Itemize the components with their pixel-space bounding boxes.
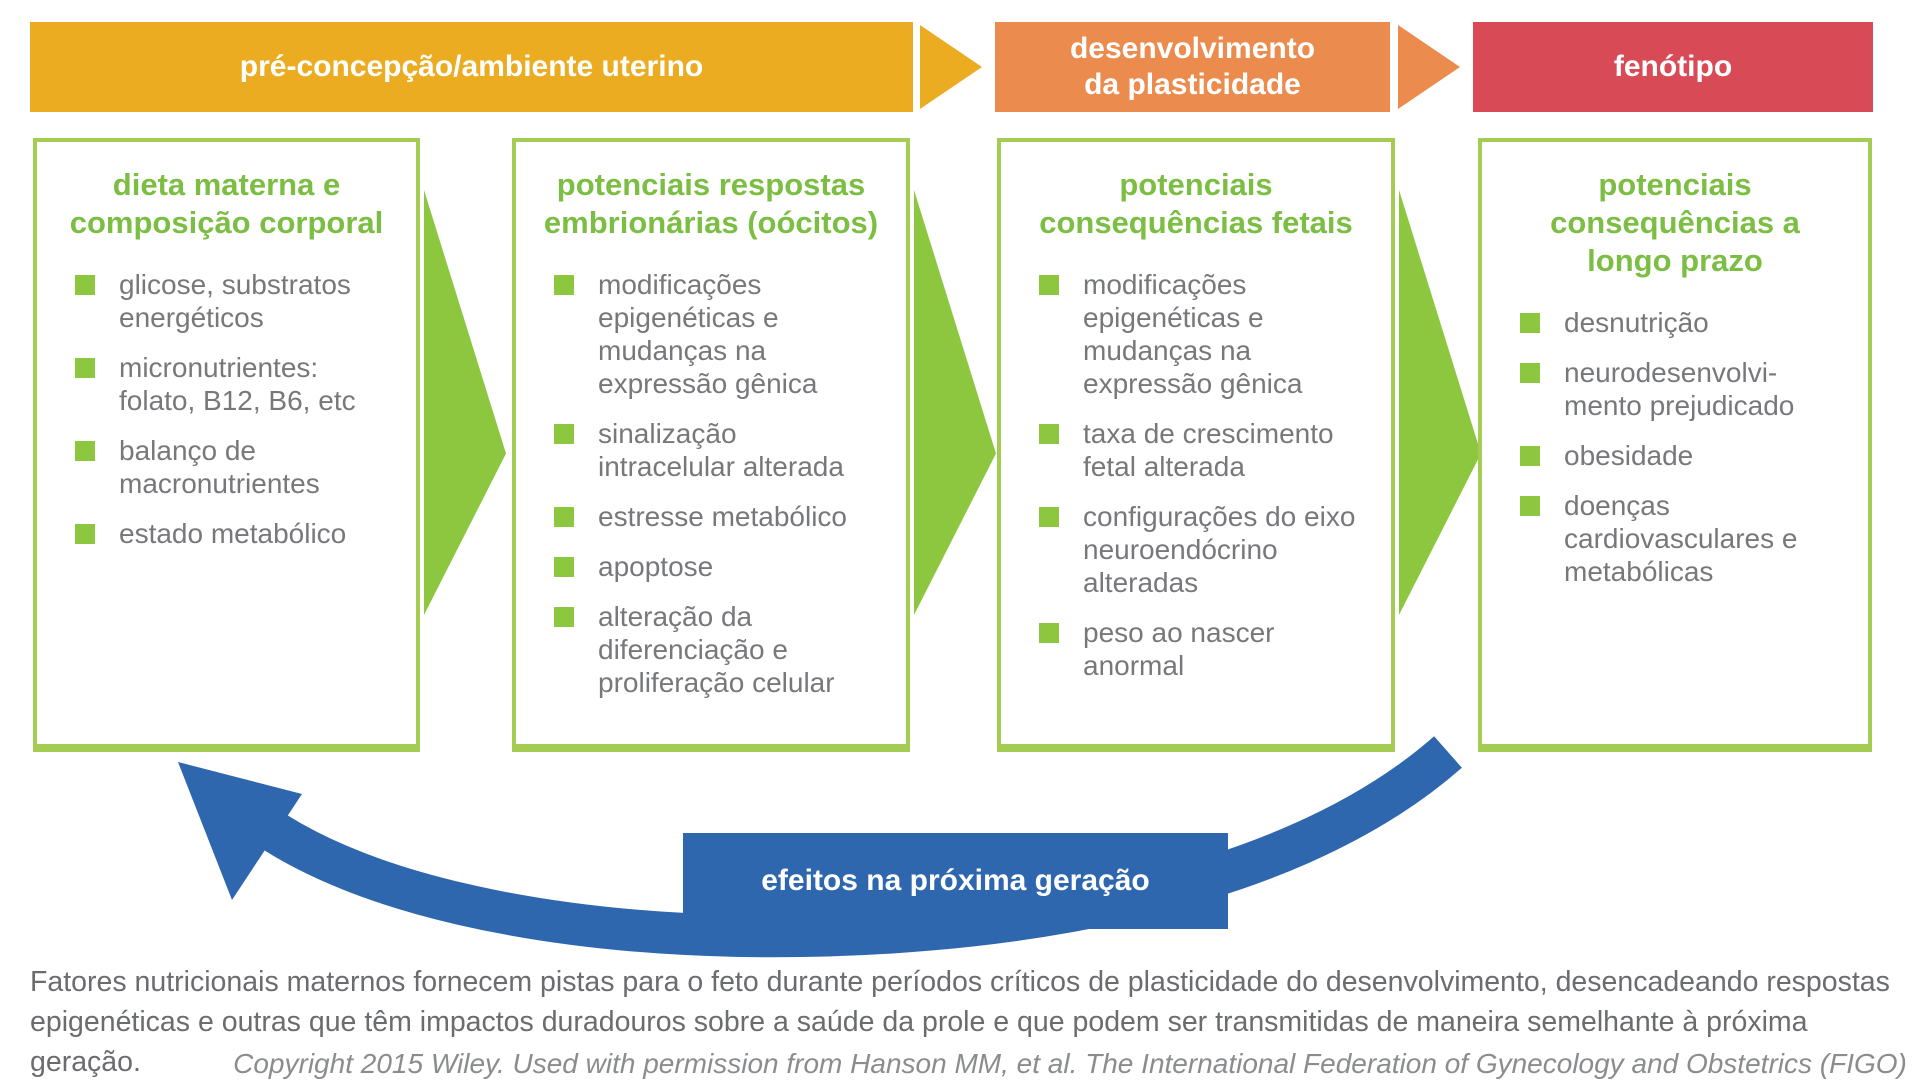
- stage-header-preconception: pré-concepção/ambiente uterino: [30, 22, 913, 112]
- caption-line-2: epigenéticas e outras que têm impactos d…: [30, 1006, 1808, 1078]
- list-item: desnutrição: [1520, 306, 1868, 339]
- header-arrow-right-icon: [920, 25, 982, 109]
- bullet-square-icon: [1520, 363, 1540, 383]
- flow-arrow-icon: [424, 190, 506, 615]
- bullet-list: modificações epigenéticas e mudanças na …: [516, 268, 906, 699]
- list-item: estresse metabólico: [554, 500, 906, 533]
- bullet-square-icon: [1520, 496, 1540, 516]
- bullet-square-icon: [75, 275, 95, 295]
- panel-embryonic-responses: potenciais respostas embrionárias (oócit…: [512, 138, 910, 752]
- bullet-square-icon: [1520, 446, 1540, 466]
- bullet-square-icon: [554, 607, 574, 627]
- flow-arrow-icon: [1399, 190, 1481, 615]
- bullet-text: taxa de crescimento fetal alterada: [1083, 418, 1334, 482]
- stage-header-preconception-label: pré-concepção/ambiente uterino: [239, 50, 704, 83]
- caption-text: Fatores nutricionais maternos fornecem p…: [30, 962, 1900, 1080]
- bullet-text: modificações epigenéticas e mudanças na …: [598, 269, 818, 399]
- list-item: configurações do eixo neuroendócrino alt…: [1039, 500, 1391, 599]
- bullet-square-icon: [554, 557, 574, 577]
- list-item: doenças cardiovasculares e metabólicas: [1520, 489, 1868, 588]
- panel-title: dieta materna e composição corporal: [69, 167, 384, 240]
- bullet-list: desnutrição neurodesenvolvi-mento prejud…: [1482, 306, 1868, 588]
- bullet-text: doenças cardiovasculares e metabólicas: [1564, 490, 1798, 587]
- bullet-square-icon: [1039, 424, 1059, 444]
- header-arrow-right-icon: [1398, 25, 1460, 109]
- bullet-text: micronutrientes: folato, B12, B6, etc: [119, 352, 356, 416]
- bullet-square-icon: [554, 424, 574, 444]
- list-item: micronutrientes: folato, B12, B6, etc: [75, 351, 416, 417]
- list-item: glicose, substratos energéticos: [75, 268, 416, 334]
- list-item: peso ao nascer anormal: [1039, 616, 1391, 682]
- bullet-text: desnutrição: [1564, 307, 1709, 338]
- list-item: modificações epigenéticas e mudanças na …: [554, 268, 906, 400]
- bullet-square-icon: [554, 507, 574, 527]
- panel-longterm-consequences: potenciais consequências a longo prazo d…: [1478, 138, 1872, 752]
- bullet-square-icon: [554, 275, 574, 295]
- list-item: apoptose: [554, 550, 906, 583]
- panel-title: potenciais respostas embrionárias (oócit…: [543, 167, 879, 240]
- bullet-text: glicose, substratos energéticos: [119, 269, 351, 333]
- stage-header-phenotype-label: fenótipo: [1613, 50, 1733, 83]
- bullet-square-icon: [1039, 507, 1059, 527]
- stage-header-plasticity: desenvolvimento da plasticidade: [995, 22, 1390, 112]
- list-item: taxa de crescimento fetal alterada: [1039, 417, 1391, 483]
- bullet-square-icon: [75, 524, 95, 544]
- bullet-list: modificações epigenéticas e mudanças na …: [1001, 268, 1391, 682]
- bullet-square-icon: [75, 358, 95, 378]
- list-item: modificações epigenéticas e mudanças na …: [1039, 268, 1391, 400]
- list-item: alteração da diferenciação e proliferaçã…: [554, 600, 906, 699]
- bullet-text: peso ao nascer anormal: [1083, 617, 1275, 681]
- panel-fetal-consequences: potenciais consequências fetais modifica…: [997, 138, 1395, 752]
- caption-line-1: Fatores nutricionais maternos fornecem p…: [30, 966, 1890, 998]
- list-item: sinalização intracelular alterada: [554, 417, 906, 483]
- copyright-text: Copyright 2015 Wiley. Used with permissi…: [233, 1048, 1907, 1079]
- bullet-square-icon: [1039, 275, 1059, 295]
- stage-header-phenotype: fenótipo: [1473, 22, 1873, 112]
- bullet-text: apoptose: [598, 551, 714, 582]
- list-item: balanço de macronutrientes: [75, 434, 416, 500]
- flow-arrow-icon: [914, 190, 996, 615]
- feedback-label-box: efeitos na próxima geração: [683, 833, 1228, 929]
- bullet-text: neurodesenvolvi-mento prejudicado: [1564, 357, 1795, 421]
- list-item: estado metabólico: [75, 517, 416, 550]
- list-item: neurodesenvolvi-mento prejudicado: [1520, 356, 1868, 422]
- stage-header-plasticity-label: desenvolvimento da plasticidade: [1069, 32, 1316, 101]
- bullet-text: estresse metabólico: [598, 501, 848, 532]
- bullet-text: estado metabólico: [119, 518, 347, 549]
- bullet-text: alteração da diferenciação e proliferaçã…: [598, 601, 835, 698]
- bullet-square-icon: [1520, 313, 1540, 333]
- panel-title: potenciais consequências fetais: [1039, 167, 1353, 240]
- panel-title: potenciais consequências a longo prazo: [1550, 167, 1800, 278]
- bullet-text: sinalização intracelular alterada: [598, 418, 844, 482]
- bullet-text: obesidade: [1564, 440, 1694, 471]
- bullet-square-icon: [1039, 623, 1059, 643]
- feedback-label: efeitos na próxima geração: [761, 864, 1150, 897]
- bullet-text: configurações do eixo neuroendócrino alt…: [1083, 501, 1356, 598]
- bullet-square-icon: [75, 441, 95, 461]
- bullet-list: glicose, substratos energéticos micronut…: [37, 268, 416, 550]
- list-item: obesidade: [1520, 439, 1868, 472]
- feedback-arrow-icon: [178, 736, 1462, 958]
- bullet-text: balanço de macronutrientes: [119, 435, 320, 499]
- panel-maternal-diet: dieta materna e composição corporal glic…: [33, 138, 420, 752]
- bullet-text: modificações epigenéticas e mudanças na …: [1083, 269, 1303, 399]
